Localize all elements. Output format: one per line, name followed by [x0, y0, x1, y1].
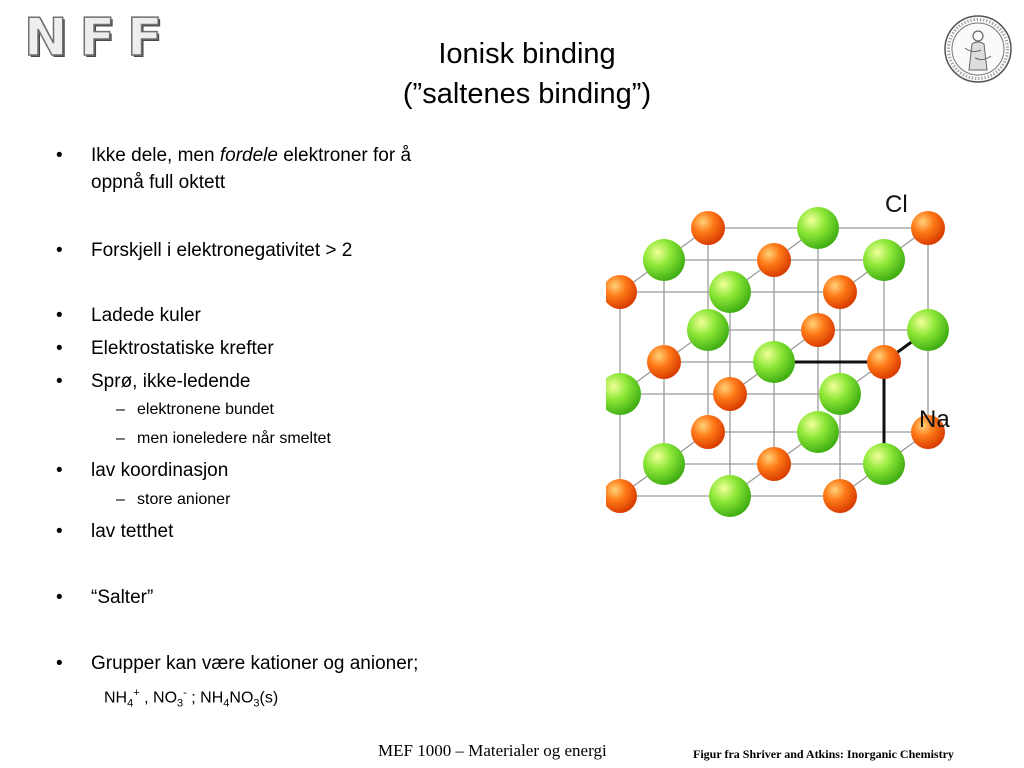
- bullet-symbol: •: [56, 338, 63, 359]
- cl-ion: [643, 239, 685, 281]
- subbullet-symbol: –: [116, 430, 125, 447]
- na-ion: [606, 479, 637, 513]
- bullet-symbol: •: [56, 145, 63, 166]
- formula-subscript: 4: [223, 697, 230, 710]
- na-ion: [823, 275, 857, 309]
- cl-ion: [643, 443, 685, 485]
- cl-ion: [606, 373, 641, 415]
- bullet-text-emphasis: fordele: [219, 145, 278, 166]
- cl-ion: [819, 373, 861, 415]
- cl-ion: [709, 271, 751, 313]
- bullet-text: Sprø, ikke-ledende: [91, 371, 251, 392]
- formula-superscript: +: [133, 687, 140, 699]
- subbullet-symbol: –: [116, 401, 125, 418]
- formula-part: NH: [104, 689, 128, 707]
- na-ion: [867, 345, 901, 379]
- bullet-text: Forskjell i elektronegativitet > 2: [91, 240, 353, 261]
- subbullet-text: elektronene bundet: [137, 401, 274, 418]
- na-ion: [713, 377, 747, 411]
- bullet-symbol: •: [56, 460, 63, 481]
- na-label: Na: [919, 406, 950, 433]
- na-ion: [823, 479, 857, 513]
- bullet-symbol: •: [56, 240, 63, 261]
- na-ion: [911, 415, 945, 449]
- formula-superscript: -: [183, 687, 187, 699]
- na-ion: [911, 211, 945, 245]
- subbullet-text: men ioneledere når smeltet: [137, 430, 331, 447]
- formula-subscript: 3: [253, 697, 260, 710]
- subbullet-symbol: –: [116, 491, 125, 508]
- bullet-text: Ikke dele, men fordele elektroner for å …: [91, 142, 551, 196]
- title-line-1: Ionisk binding: [438, 38, 616, 70]
- bullet-text: lav tetthet: [91, 521, 174, 542]
- bullet-symbol: •: [56, 305, 63, 326]
- bullet-symbol: •: [56, 521, 63, 542]
- cl-ion: [907, 309, 949, 351]
- na-ion: [606, 275, 637, 309]
- formula-subscript: 4: [127, 697, 134, 710]
- bullet-text: “Salter”: [91, 587, 154, 608]
- cl-ion: [863, 239, 905, 281]
- slide-title: Ionisk binding (”saltenes binding”): [262, 34, 792, 114]
- bullet-symbol: •: [56, 653, 63, 674]
- subbullet-text: store anioner: [137, 491, 231, 508]
- bullet-symbol: •: [56, 371, 63, 392]
- formula-part: ; NH: [186, 689, 224, 707]
- bullet-text: Elektrostatiske krefter: [91, 338, 274, 359]
- cl-ion: [709, 475, 751, 517]
- title-line-2: (”saltenes binding”): [402, 78, 652, 110]
- cl-ion: [797, 411, 839, 453]
- bullet-text: Grupper kan være kationer og anioner;: [91, 653, 419, 674]
- na-ion: [647, 345, 681, 379]
- footer-credit: Figur fra Shriver and Atkins: Inorganic …: [693, 747, 954, 761]
- na-ion: [691, 211, 725, 245]
- formula-part: NO: [229, 689, 254, 707]
- bullet-text-post: elektroner for å: [277, 145, 412, 166]
- bullet-text-pre: Ikke dele, men: [91, 145, 220, 166]
- footer-course: MEF 1000 – Materialer og energi: [378, 741, 607, 760]
- formula-part: (s): [259, 689, 279, 707]
- bullet-symbol: •: [56, 587, 63, 608]
- bullet-text-line2: oppnå full oktett: [91, 172, 226, 193]
- na-ion: [691, 415, 725, 449]
- cl-ion: [797, 207, 839, 249]
- formula-subscript: 3: [177, 697, 184, 710]
- cl-ion: [753, 341, 795, 383]
- nacl-crystal-lattice: Cl Na: [606, 191, 950, 517]
- cl-ion: [687, 309, 729, 351]
- formula-part: , NO: [139, 689, 178, 707]
- bullet-text: Ladede kuler: [91, 305, 201, 326]
- cl-label: Cl: [885, 191, 908, 218]
- na-ion: [757, 447, 791, 481]
- cl-ion: [863, 443, 905, 485]
- bullet-text: lav koordinasjon: [91, 460, 229, 481]
- university-seal-icon: [944, 15, 1012, 83]
- na-ion: [801, 313, 835, 347]
- na-ion: [757, 243, 791, 277]
- nff-logo: NFF: [23, 8, 175, 68]
- chemical-formula: NH4+ , NO3- ; NH4NO3(s): [104, 682, 278, 715]
